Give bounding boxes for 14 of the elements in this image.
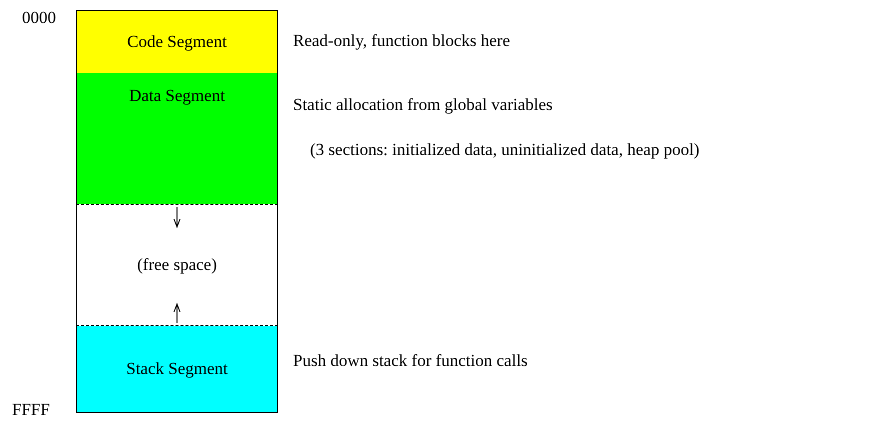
address-label: 0000 (22, 8, 56, 28)
segment-label: (free space) (137, 255, 217, 275)
segment-label: Code Segment (127, 32, 227, 52)
annotation-text: Static allocation from global variables (293, 95, 553, 115)
data-segment-block (76, 73, 278, 204)
annotation-text: Read-only, function blocks here (293, 31, 510, 51)
free-space-block (76, 204, 278, 326)
annotation-text: (3 sections: initialized data, uninitialized data, heap pool) (310, 140, 700, 160)
address-label: FFFF (12, 400, 50, 420)
segment-label: Stack Segment (126, 359, 228, 379)
code-segment-block (76, 10, 278, 73)
segment-label: Data Segment (129, 86, 225, 106)
annotation-text: Push down stack for function calls (293, 351, 528, 371)
stack-segment-block (76, 326, 278, 413)
